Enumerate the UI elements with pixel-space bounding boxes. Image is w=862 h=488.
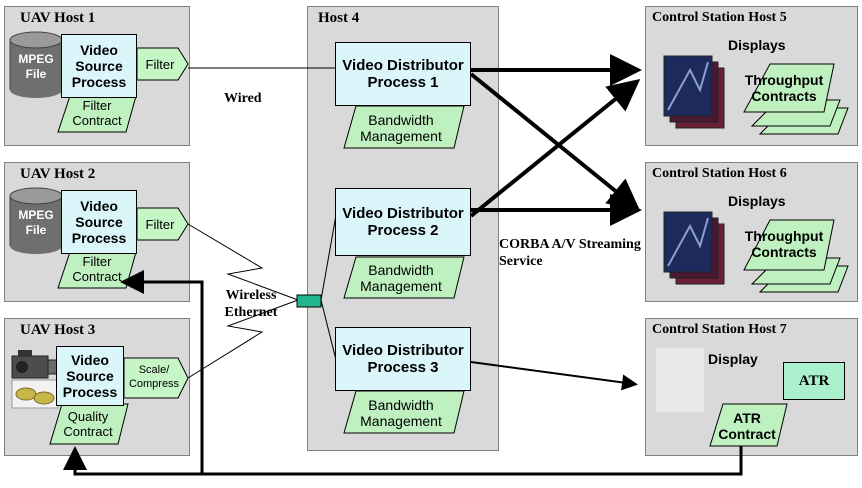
atr-contract-shape (709, 403, 788, 447)
display-7-label: Display (708, 351, 758, 367)
d3-to-cs7-arrow (470, 361, 638, 391)
quality-contract-label: Quality Contract (63, 409, 113, 439)
video-distributor-process-3: Video Distributor Process 3 (335, 327, 471, 391)
filter-2-shape (136, 207, 189, 241)
d1-to-cs6-arrow (469, 72, 641, 212)
feedback-to-uav2 (120, 270, 204, 474)
displays-6-label: Displays (728, 193, 786, 209)
filter-contract-2-label: Filter Contract (72, 254, 122, 284)
video-source-process-3: Video Source Process (56, 346, 124, 406)
control-station-6-title: Control Station Host 6 (652, 166, 787, 181)
displays-5-label: Displays (728, 37, 786, 53)
filter-1-label: Filter (145, 57, 175, 72)
displays-6-icon (663, 211, 725, 285)
bandwidth-contract-1-shape (343, 105, 465, 149)
filter-3-shape (123, 357, 189, 399)
throughput-contracts-6-shape (743, 219, 835, 271)
control-station-7-title: Control Station Host 7 (652, 322, 787, 337)
video-distributor-process-2: Video Distributor Process 2 (335, 188, 471, 256)
throughput-contracts-5-label: Throughput Contracts (744, 72, 824, 104)
bandwidth-contract-3-shape (343, 390, 465, 434)
filter-contract-1-label: Filter Contract (72, 98, 122, 128)
wired-label: Wired (224, 91, 262, 106)
wireless-ethernet-label: Wireless Ethernet (224, 288, 278, 320)
money-icon (11, 379, 59, 409)
uav-host-3-title: UAV Host 3 (20, 322, 96, 338)
uav-host-2-title: UAV Host 2 (20, 166, 96, 182)
throughput-contracts-6-label: Throughput Contracts (744, 228, 824, 260)
d2-to-cs5-arrow (469, 78, 641, 218)
atr-contract-label: ATR Contract (718, 410, 776, 442)
filter-1-shape (136, 47, 189, 81)
atr-box: ATR (783, 362, 845, 400)
mpeg-file-2-icon (9, 187, 63, 254)
throughput-contracts-5-shape (743, 63, 835, 113)
filter-2-label: Filter (145, 217, 175, 232)
feedback-loop (63, 446, 743, 476)
scale-compress-label: Scale/ Compress (128, 364, 180, 390)
mpeg-file-2-label: MPEG File (18, 208, 54, 237)
wireless-link-2 (187, 223, 299, 301)
control-station-5-title: Control Station Host 5 (652, 10, 787, 25)
mpeg-file-1-label: MPEG File (18, 52, 54, 81)
displays-5-icon (663, 55, 725, 129)
video-distributor-process-1: Video Distributor Process 1 (335, 42, 471, 106)
wireless-link-3 (187, 299, 299, 379)
mpeg-file-1-icon (9, 31, 63, 98)
bandwidth-contract-2-shape (343, 256, 465, 299)
bandwidth-management-1-label: Bandwidth Management (360, 112, 442, 144)
video-source-process-2: Video Source Process (61, 190, 137, 254)
camera-icon (11, 350, 59, 379)
corba-streaming-label: CORBA A/V Streaming Service (499, 237, 641, 269)
video-source-process-1: Video Source Process (61, 34, 137, 98)
uav-host-1-title: UAV Host 1 (20, 10, 96, 26)
host-4-title: Host 4 (318, 10, 360, 26)
bandwidth-management-2-label: Bandwidth Management (360, 262, 442, 294)
bandwidth-management-3-label: Bandwidth Management (360, 397, 442, 429)
display-7-screen (656, 348, 704, 412)
ethernet-switch (296, 294, 322, 308)
